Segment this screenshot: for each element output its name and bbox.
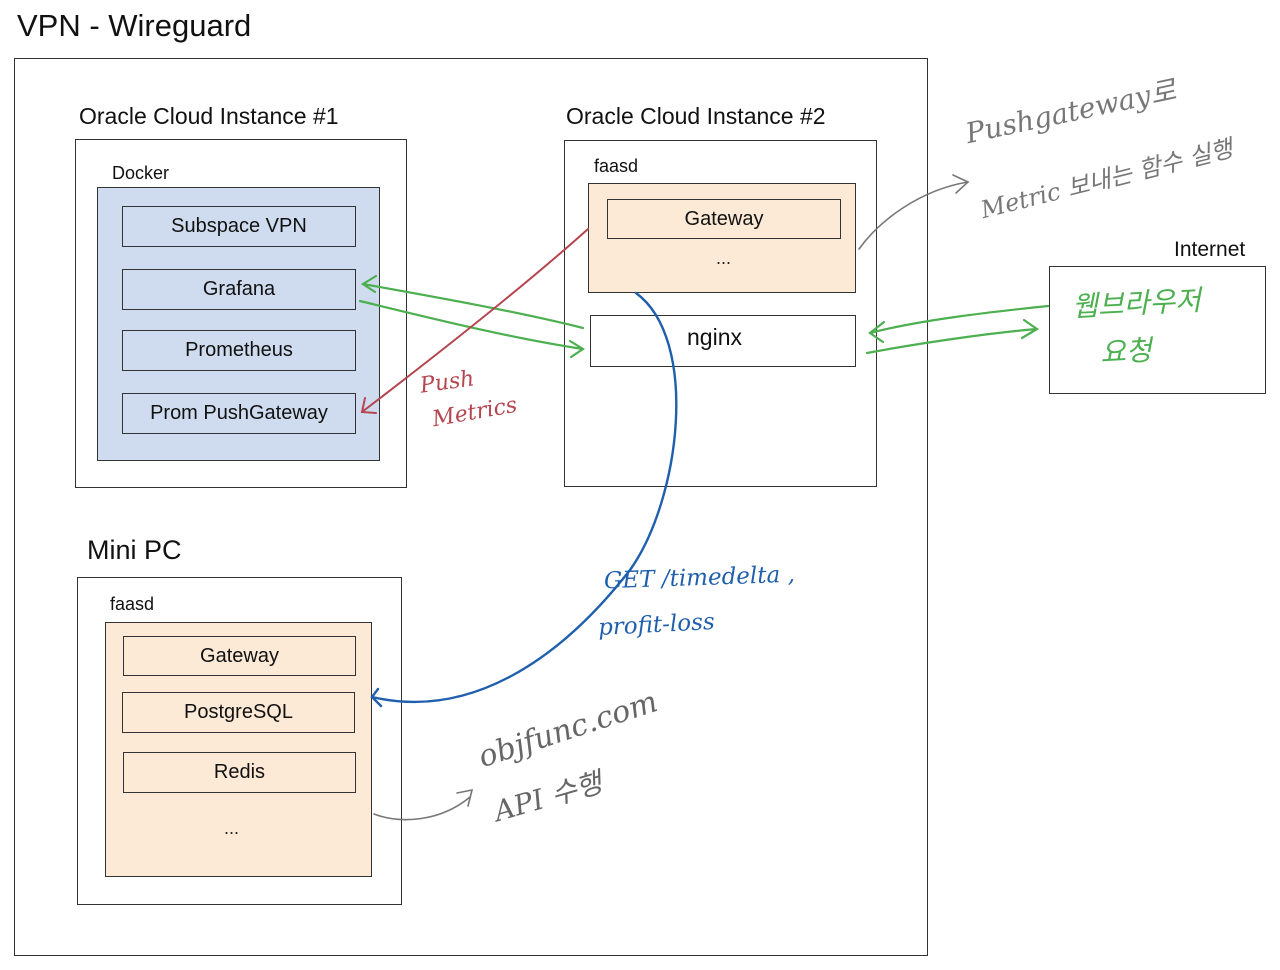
arrow-grafana-to-nginx xyxy=(358,299,585,351)
arrowhead-pushgateway-note xyxy=(952,174,970,194)
arrowhead-minipc xyxy=(370,687,383,708)
service-prometheus: Prometheus xyxy=(122,330,356,371)
more-services-instance2: ... xyxy=(716,248,732,268)
service-redis: Redis xyxy=(123,752,356,793)
arrow-objfunc-note xyxy=(373,796,471,821)
faasd-label-minipc: faasd xyxy=(110,594,155,614)
more-services-minipc: ... xyxy=(224,818,240,838)
instance2-label: Oracle Cloud Instance #2 xyxy=(566,103,826,129)
service-subspace-vpn: Subspace VPN xyxy=(122,206,356,247)
docker-label: Docker xyxy=(112,163,170,183)
arrowhead-objfunc-note xyxy=(456,788,474,807)
internet-box xyxy=(1049,266,1266,394)
minipc-label: Mini PC xyxy=(87,535,182,565)
service-gateway-minipc: Gateway xyxy=(123,636,356,676)
arrow-pushgateway-note xyxy=(858,181,969,250)
instance1-box xyxy=(75,139,407,488)
arrowhead-pushgateway xyxy=(360,397,377,414)
service-postgresql: PostgreSQL xyxy=(122,692,355,733)
arrow-push-metrics xyxy=(361,228,589,413)
faasd-label-instance2: faasd xyxy=(594,156,639,176)
vpn-boundary xyxy=(14,58,928,956)
arrow-nginx-to-internet xyxy=(865,327,1039,355)
arrow-internet-to-nginx xyxy=(868,304,1050,335)
internet-note-1: 웹브라우저 xyxy=(1071,283,1202,324)
arrowhead-internet xyxy=(1020,318,1040,340)
arrowhead-grafana xyxy=(360,274,378,294)
internet-note-2: 요청 xyxy=(1099,333,1153,370)
service-grafana: Grafana xyxy=(122,269,356,310)
diagram-title: VPN - Wireguard xyxy=(17,8,252,43)
service-nginx: nginx xyxy=(590,315,856,367)
minipc-box xyxy=(77,577,402,905)
service-gateway-instance2: Gateway xyxy=(607,199,841,239)
service-prom-pushgateway: Prom PushGateway xyxy=(122,393,356,434)
arrow-nginx-to-grafana xyxy=(361,282,585,330)
arrowhead-nginx-right xyxy=(868,320,886,344)
instance1-label: Oracle Cloud Instance #1 xyxy=(79,103,339,129)
internet-label: Internet xyxy=(1174,238,1246,261)
arrow-get-timedelta xyxy=(370,291,678,704)
instance2-box xyxy=(564,140,877,487)
arrowhead-nginx-left xyxy=(568,339,586,359)
